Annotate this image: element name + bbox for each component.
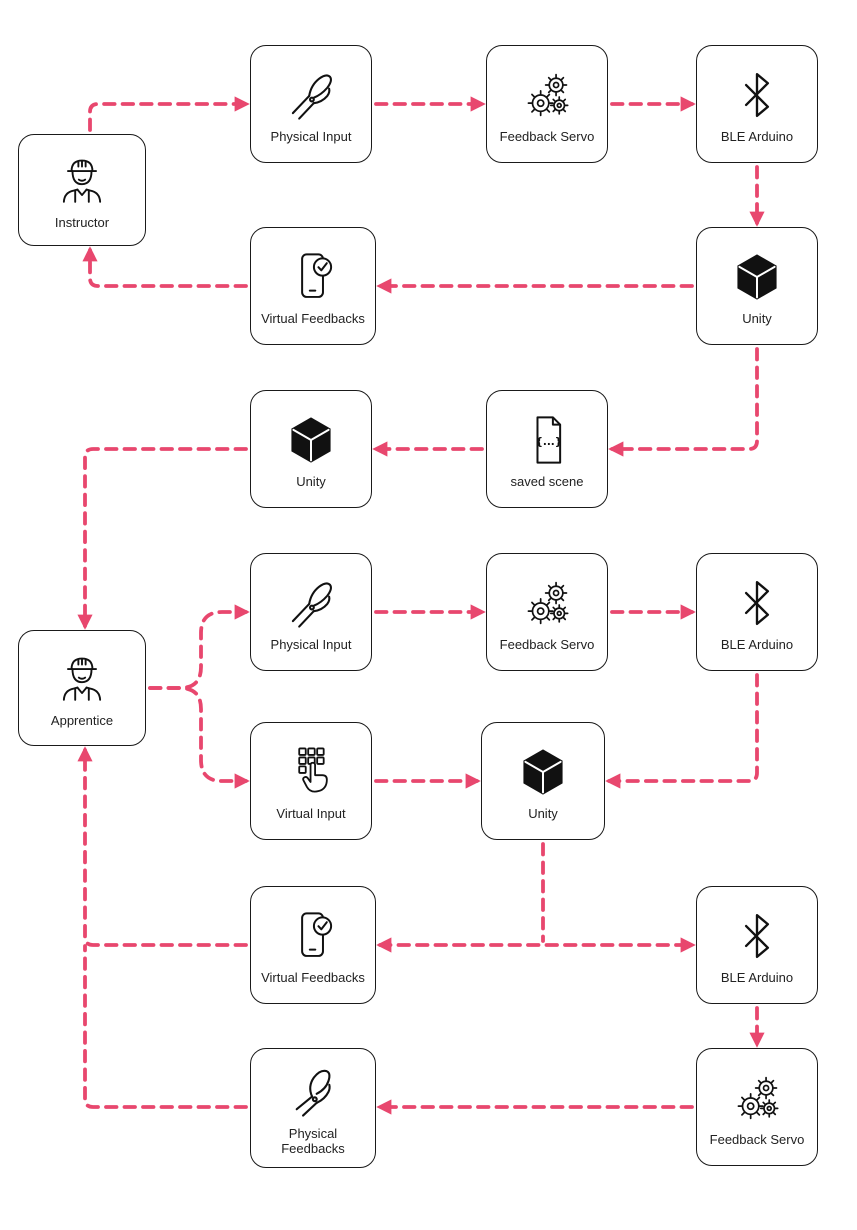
node-label: BLE Arduino [720,129,794,145]
virtual-feedbacks-2-node: Virtual Feedbacks [250,886,376,1004]
edge-unity-2-to-apprentice [77,447,248,630]
node-label: Instructor [54,215,110,231]
edge-unity-1-to-saved-scene [608,347,759,457]
worker-icon [53,149,111,213]
node-label: BLE Arduino [720,637,794,653]
node-label: Virtual Input [276,806,346,822]
node-label: Unity [742,311,772,327]
cutters-icon [284,1060,342,1124]
node-label: Feedback Servo [709,1132,805,1148]
unity-1-node: Unity [696,227,818,345]
edge-virtual-feedbacks-2-to-apprentice [77,746,248,947]
pliers-icon [282,571,340,635]
bluetooth-icon [728,63,786,127]
node-label: Apprentice [50,713,114,729]
node-label: Unity [296,474,326,490]
ble-arduino-2-node: BLE Arduino [696,553,818,671]
virtual-feedbacks-1-node: Virtual Feedbacks [250,227,376,345]
bluetooth-icon [728,571,786,635]
node-label: Physical Input [270,129,352,145]
apprentice-node: Apprentice [18,630,146,746]
unity-icon [282,408,340,472]
node-label: Unity [528,806,558,822]
svg-text:{...}: {...} [535,436,562,448]
worker-icon [53,647,111,711]
node-label: Physical Input [270,637,352,653]
unity-3-node: Unity [481,722,605,840]
edge-physical-feedbacks-to-apprentice [83,944,248,1109]
ble-arduino-3-node: BLE Arduino [696,886,818,1004]
pliers-icon [282,63,340,127]
gears-icon [728,1066,786,1130]
instructor-node: Instructor [18,134,146,246]
virtual-input-node: Virtual Input [250,722,372,840]
unity-icon [728,245,786,309]
node-label: Feedback Servo [499,129,595,145]
feedback-servo-1-node: Feedback Servo [486,45,608,163]
node-label: saved scene [510,474,584,490]
edge-ble-arduino-2-to-unity-3 [605,673,759,789]
physical-feedbacks-node: Physical Feedbacks [250,1048,376,1168]
node-label: Physical Feedbacks [281,1125,345,1156]
physical-input-1-node: Physical Input [250,45,372,163]
ble-arduino-1-node: BLE Arduino [696,45,818,163]
node-label: Virtual Feedbacks [261,311,365,327]
gears-icon [518,571,576,635]
edge-virtual-feedbacks-1-to-instructor [82,246,248,288]
node-label: Virtual Feedbacks [261,970,365,986]
json-file-icon: {...} [518,408,576,472]
keypad-hand-icon [282,740,340,804]
phone-check-icon [284,904,342,968]
edge-instructor-to-physical-input-1 [88,96,250,132]
physical-input-2-node: Physical Input [250,553,372,671]
feedback-servo-3-node: Feedback Servo [696,1048,818,1166]
bluetooth-icon [728,904,786,968]
saved-scene-node: {...} saved scene [486,390,608,508]
unity-icon [514,740,572,804]
phone-check-icon [284,245,342,309]
gears-icon [518,63,576,127]
unity-2-node: Unity [250,390,372,508]
edge-apprentice-to-virtual-input [148,686,250,789]
feedback-servo-2-node: Feedback Servo [486,553,608,671]
node-label: Feedback Servo [499,637,595,653]
node-label: BLE Arduino [720,970,794,986]
edge-apprentice-to-physical-input-2 [148,604,250,690]
